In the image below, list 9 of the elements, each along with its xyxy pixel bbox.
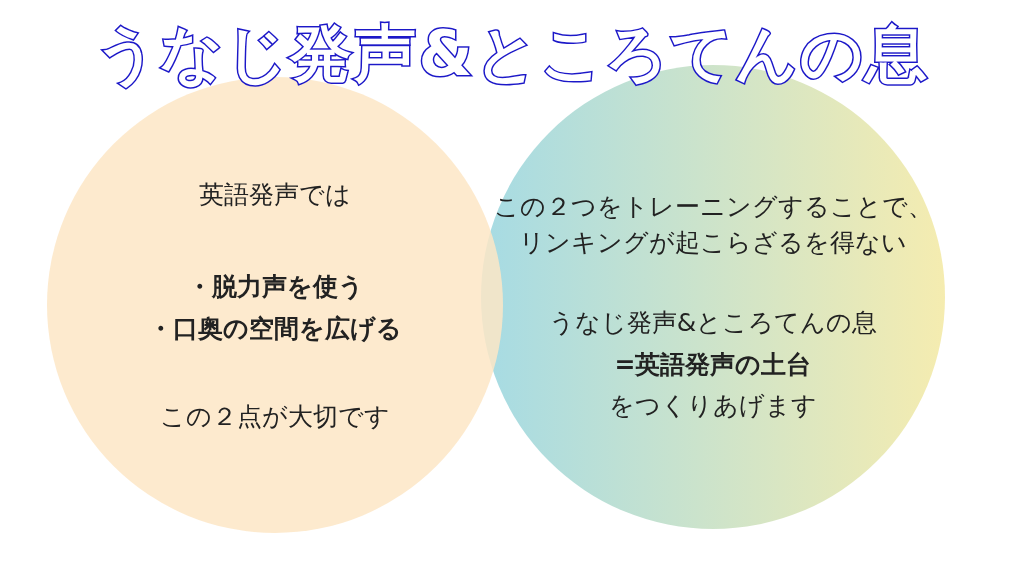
body-text: をつくりあげます [608,390,818,422]
body-text: うなじ発声&ところてんの息 [547,307,879,339]
bullet-point: ・口奥の空間を広げる [147,313,403,345]
title: うなじ発声&ところてんの息 [94,16,930,92]
body-text: この２点が大切です [159,401,391,433]
body-text: 英語発声では [198,179,352,211]
body-text: この２つをトレーニングすることで、リンキングが起こらざるを得ない [492,191,934,259]
bullet-point: ・脱力声を使う [185,271,365,303]
body-text: =英語発声の土台 [613,349,813,381]
